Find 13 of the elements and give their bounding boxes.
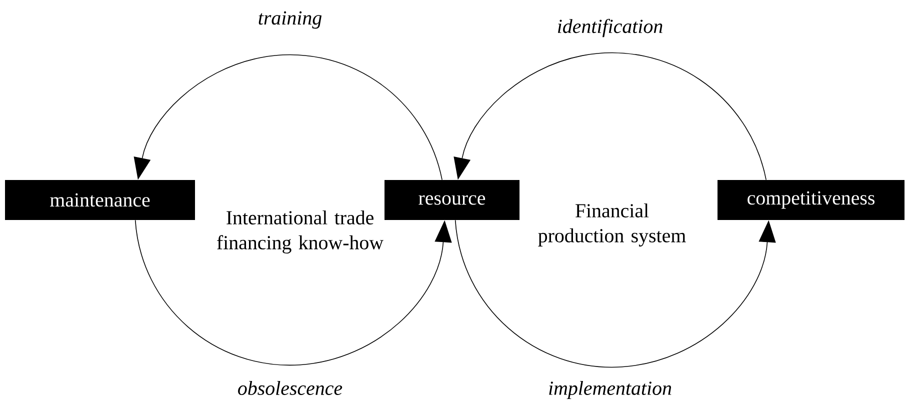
term-box: maintenance (5, 180, 195, 220)
arrow (454, 220, 776, 368)
term-box: resource (384, 180, 520, 220)
arrow (454, 52, 767, 180)
circle-text: International trade financing know-how (217, 210, 384, 254)
edge-label: training (256, 10, 324, 30)
edge-label: obsolescence (236, 380, 344, 396)
term-box: competitiveness (718, 180, 904, 220)
arrow (134, 220, 452, 366)
circle-text: Financial production system (538, 203, 686, 247)
edge-label: identification (556, 18, 664, 38)
edge-label: implementation (547, 380, 673, 400)
arrow (134, 54, 442, 180)
